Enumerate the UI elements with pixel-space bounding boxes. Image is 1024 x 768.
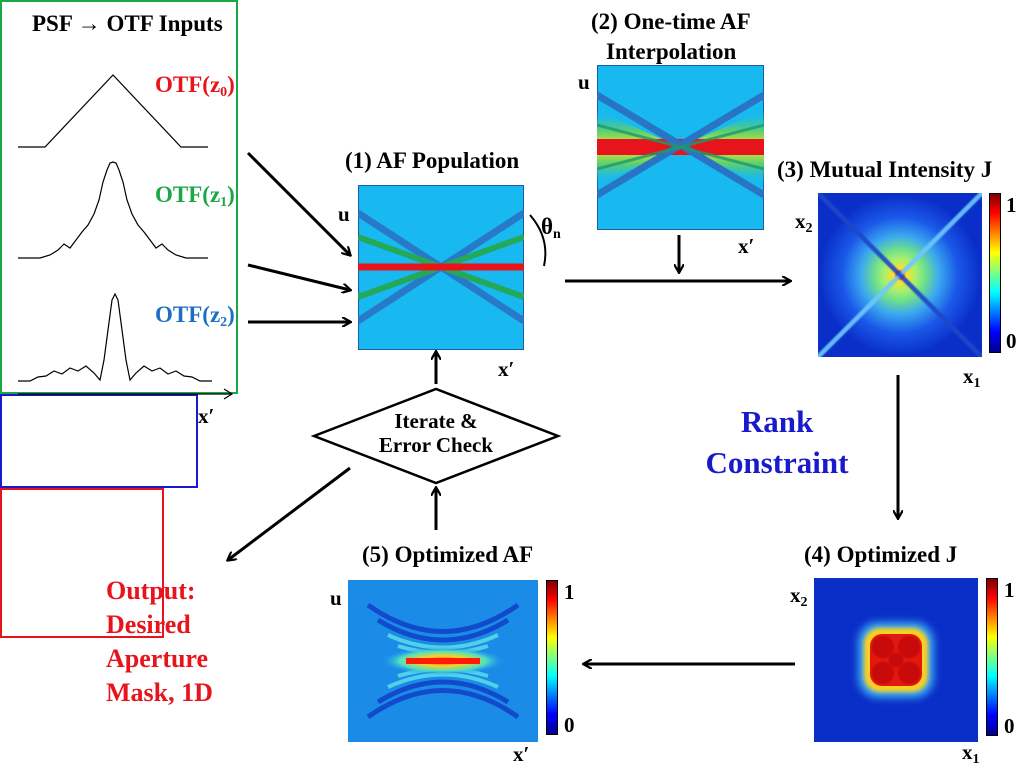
af-interpolation-panel bbox=[597, 65, 764, 230]
otf-z2-label: OTF(z2) bbox=[155, 302, 235, 330]
otf-curves bbox=[18, 74, 234, 400]
optimized-af-cbar-max: 1 bbox=[564, 580, 575, 604]
iterate-line1: Iterate & bbox=[394, 409, 478, 433]
af-population-x-label: x′ bbox=[498, 357, 515, 381]
arrow-iterate-to-output bbox=[228, 466, 351, 560]
af-interpolation-x-label: x′ bbox=[738, 234, 755, 258]
output-line4: Mask, 1D bbox=[106, 678, 213, 707]
x-prime-axis-arrowhead bbox=[223, 388, 234, 400]
mutual-intensity-panel bbox=[818, 193, 982, 357]
arrow-otf1-to-af bbox=[247, 263, 350, 290]
optimized-j-x2-label: x2 bbox=[790, 583, 808, 610]
af-population-panel bbox=[358, 185, 524, 350]
output-line1: Output: bbox=[106, 576, 196, 605]
af-interpolation-title-line1: (2) One-time AF bbox=[591, 9, 751, 34]
otf-z1-curve bbox=[18, 161, 208, 259]
output-box bbox=[0, 488, 164, 638]
optimized-j-panel bbox=[814, 578, 978, 742]
optimized-af-colorbar bbox=[546, 580, 558, 735]
mutual-intensity-cbar-max: 1 bbox=[1006, 193, 1017, 217]
otf-z0-label: OTF(z0) bbox=[155, 72, 235, 100]
theta-n-label: θn bbox=[541, 214, 561, 242]
optimized-af-u-label: u bbox=[330, 586, 342, 610]
optimized-j-colorbar bbox=[986, 578, 998, 736]
mutual-intensity-x2-label: x2 bbox=[795, 209, 813, 236]
inputs-title: PSF → OTF Inputs bbox=[32, 11, 223, 36]
af-interpolation-title-line2: Interpolation bbox=[606, 39, 737, 64]
optimized-af-title: (5) Optimized AF bbox=[362, 542, 534, 567]
af-interpolation-u-label: u bbox=[578, 70, 590, 94]
arrow-otf0-to-af bbox=[246, 151, 350, 255]
theta-arc bbox=[529, 214, 547, 267]
optimized-af-cbar-min: 0 bbox=[564, 713, 575, 737]
af-population-title: (1) AF Population bbox=[345, 148, 520, 173]
optimized-j-x1-label: x1 bbox=[962, 740, 980, 767]
iterate-diamond bbox=[310, 387, 562, 485]
otf-inputs-panel bbox=[0, 0, 238, 394]
mutual-intensity-cbar-min: 0 bbox=[1006, 329, 1017, 353]
rank-constraint-box bbox=[0, 394, 198, 488]
rank-constraint-line1: Rank bbox=[740, 404, 814, 439]
optimized-af-panel bbox=[348, 580, 538, 742]
af-population-u-label: u bbox=[338, 202, 350, 226]
output-line3: Aperture bbox=[106, 644, 209, 673]
mutual-intensity-title: (3) Mutual Intensity J bbox=[777, 157, 993, 182]
optimized-j-title: (4) Optimized J bbox=[804, 542, 958, 567]
output-line2: Desired bbox=[106, 610, 191, 639]
optimized-j-cbar-min: 0 bbox=[1004, 714, 1015, 738]
otf-z1-label: OTF(z1) bbox=[155, 182, 235, 210]
inputs-x-axis-label: x′ bbox=[198, 404, 215, 428]
optimized-j-cbar-max: 1 bbox=[1004, 578, 1015, 602]
rank-constraint-line2: Constraint bbox=[705, 445, 849, 480]
mutual-intensity-colorbar bbox=[989, 193, 1001, 353]
mutual-intensity-x1-label: x1 bbox=[963, 364, 981, 391]
optimized-af-x-label: x′ bbox=[513, 742, 530, 766]
iterate-line2: Error Check bbox=[378, 433, 494, 457]
otf-z2-curve bbox=[18, 292, 212, 382]
otf-z0-curve bbox=[18, 74, 208, 148]
